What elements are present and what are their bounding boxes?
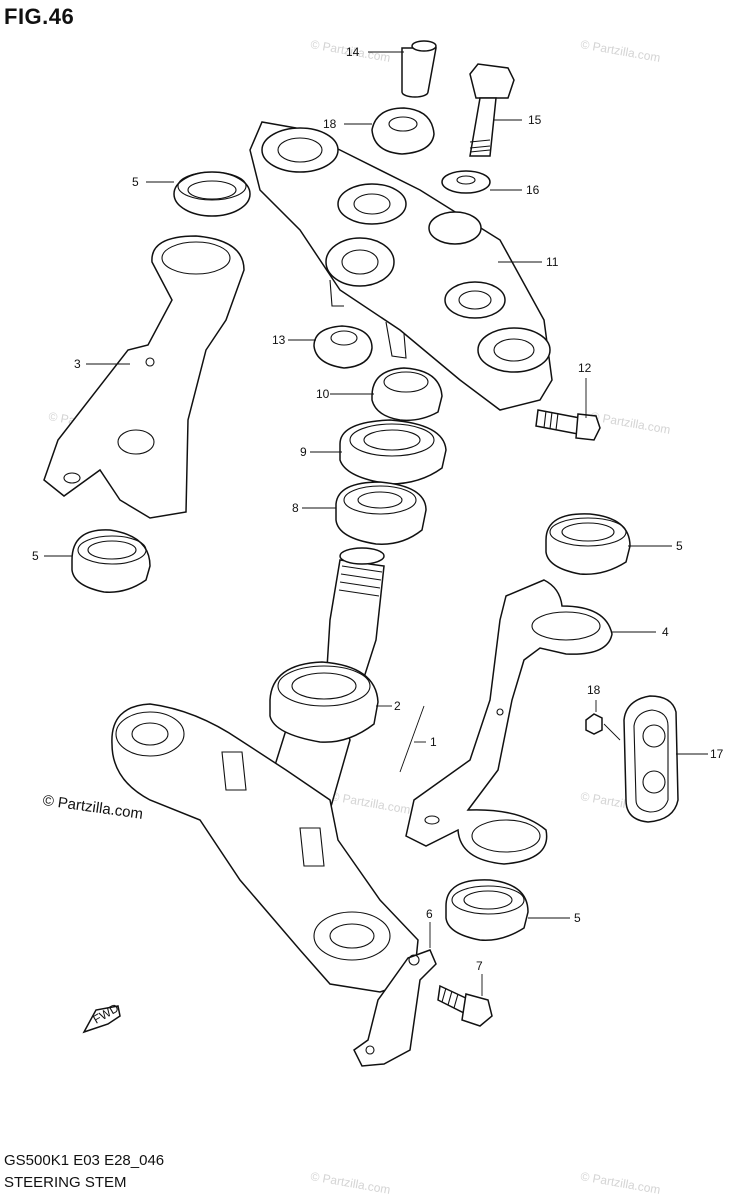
watermark-text: © Partzilla.com	[579, 1169, 661, 1197]
leader-lines	[44, 51, 708, 996]
callout-8: 8	[292, 501, 299, 515]
callout-12: 12	[578, 361, 592, 375]
watermark-text: © Partzilla.com	[329, 789, 411, 817]
callout-2: 2	[394, 699, 401, 713]
part-5-cushion	[445, 879, 529, 941]
figure-code: GS500K1 E03 E28_046	[4, 1152, 165, 1169]
part-13-washer	[313, 325, 373, 369]
part-18-cap	[371, 107, 435, 155]
part-5-cushion	[71, 529, 151, 593]
callout-9: 9	[300, 445, 307, 459]
callout-5: 5	[676, 539, 683, 553]
part-7-bolt	[437, 984, 493, 1027]
watermark-text: © Partzilla.com	[309, 1169, 391, 1197]
callout-16: 16	[526, 183, 540, 197]
callout-6: 6	[426, 907, 433, 921]
part-16-washer	[441, 170, 491, 194]
part-11-upper-bracket	[249, 121, 553, 411]
part-3-handlebar-holder	[43, 235, 245, 519]
callout-3: 3	[74, 357, 81, 371]
callout-18: 18	[323, 117, 337, 131]
part-1-steering-stem	[111, 547, 419, 993]
figure-title: FIG.46	[4, 4, 75, 29]
part-2-bearing	[269, 661, 379, 743]
part-4-handlebar-holder	[405, 579, 613, 865]
callout-5: 5	[574, 911, 581, 925]
part-6-bracket	[353, 949, 437, 1067]
fwd-arrow-icon: FWD	[82, 1001, 121, 1034]
part-15-bolt	[469, 63, 515, 157]
part-17-reflector	[623, 695, 679, 823]
callout-10: 10	[316, 387, 330, 401]
callout-1: 1	[430, 735, 437, 749]
callout-15: 15	[528, 113, 542, 127]
callout-labels: 14 18 15 5 16 11 3 13 12 10 9 8 5 5 4 18…	[32, 45, 724, 973]
part-12-bolt	[535, 409, 601, 441]
part-14-spacer	[401, 40, 437, 98]
callout-11: 11	[546, 255, 559, 269]
part-9-dust-seal	[339, 419, 447, 485]
callout-13: 13	[272, 333, 286, 347]
callout-5: 5	[32, 549, 39, 563]
watermark-text: © Partzilla.com	[579, 37, 661, 65]
part-8-bearing	[335, 481, 427, 545]
part-10-nut	[371, 367, 443, 422]
watermark-text: © Partzilla.com	[589, 409, 671, 437]
callout-5: 5	[132, 175, 139, 189]
part-5-cushion	[173, 171, 251, 217]
callout-7: 7	[476, 959, 483, 973]
figure-name: STEERING STEM	[4, 1174, 127, 1191]
part-5-cushion	[545, 513, 631, 575]
callout-14: 14	[346, 45, 360, 59]
part-18-nut	[585, 713, 603, 735]
callout-4: 4	[662, 625, 669, 639]
callout-18: 18	[587, 683, 601, 697]
callout-17: 17	[710, 747, 724, 761]
